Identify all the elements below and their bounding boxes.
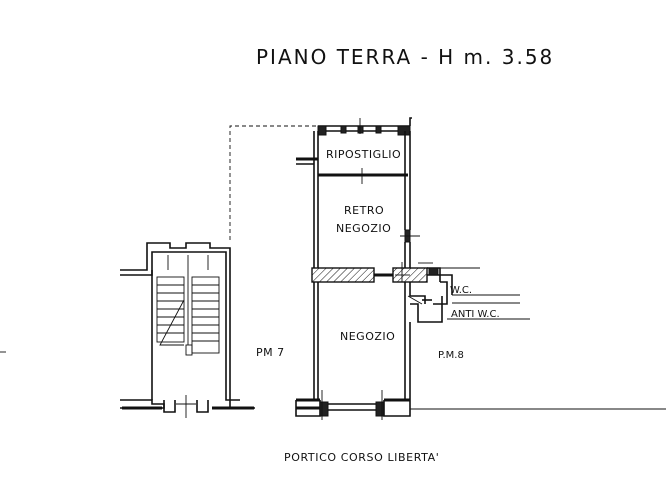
label-wc: W.C. [450, 285, 472, 296]
label-parcel-right: P.M.8 [438, 350, 464, 361]
label-retro-negozio-2: NEGOZIO [336, 222, 391, 235]
plan-title: PIANO TERRA - H m. 3.58 [256, 45, 554, 69]
label-street: PORTICO CORSO LIBERTA' [284, 451, 439, 464]
label-parcel-left: PM 7 [256, 346, 285, 359]
stair-steps-right [192, 284, 219, 342]
label-ripostiglio: RIPOSTIGLIO [326, 148, 401, 161]
label-anti-wc: ANTI W.C. [451, 309, 500, 320]
shop-unit [295, 117, 480, 420]
stairwell-block [120, 242, 255, 418]
neighbor-lines [0, 294, 666, 410]
label-retro-negozio-1: RETRO [344, 204, 384, 217]
stair-steps-left [157, 284, 184, 334]
property-boundary [229, 125, 322, 240]
label-negozio: NEGOZIO [340, 330, 395, 343]
